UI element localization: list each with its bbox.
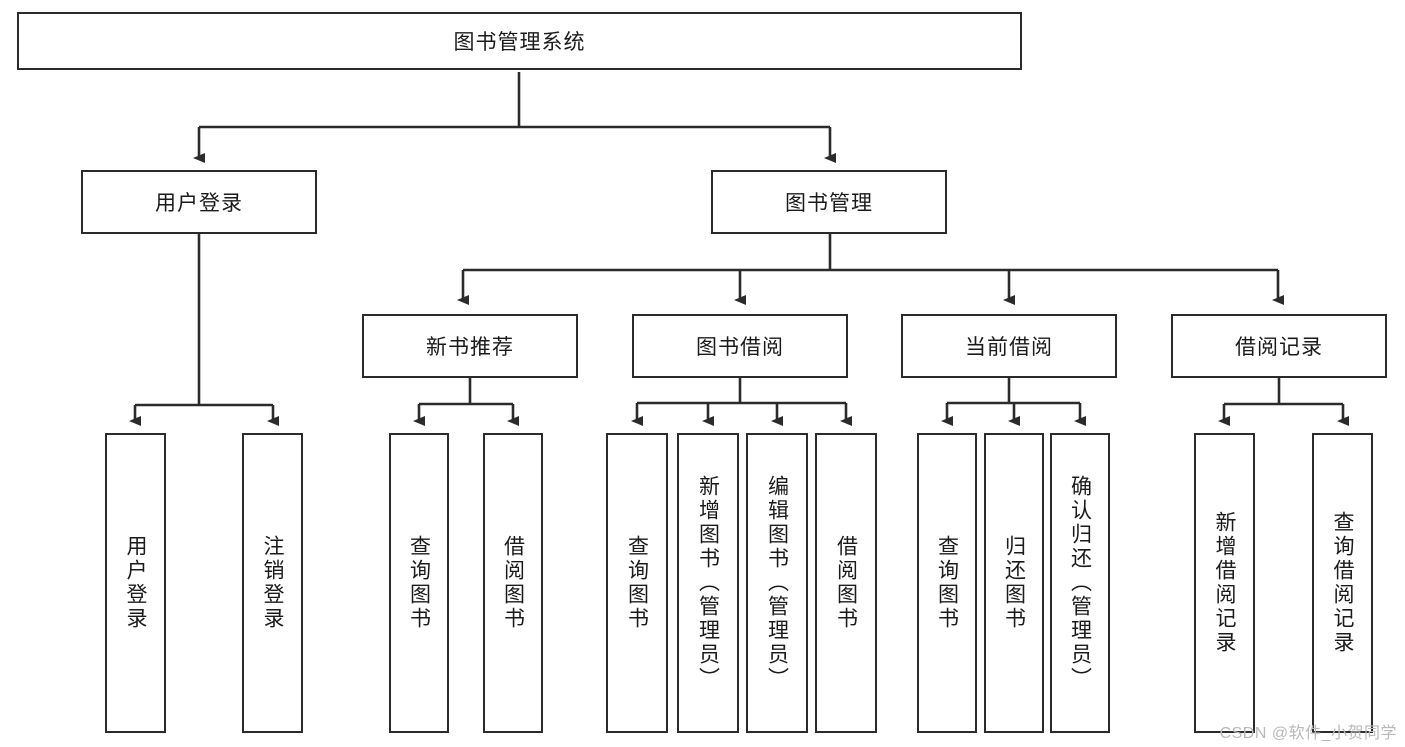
node-label: 新书推荐 <box>426 336 514 359</box>
leaf-borrow-book-borrow[interactable]: 借阅图书 <box>815 433 877 733</box>
node-label: 图书管理 <box>785 192 873 215</box>
node-label: 查询图书 <box>935 535 959 631</box>
leaf-user-login[interactable]: 用户登录 <box>105 433 166 733</box>
node-book-management[interactable]: 图书管理 <box>711 170 947 234</box>
leaf-return-book[interactable]: 归还图书 <box>984 433 1044 733</box>
node-book-borrow[interactable]: 图书借阅 <box>632 314 848 378</box>
leaf-query-book-recommend[interactable]: 查询图书 <box>389 433 449 733</box>
leaf-query-book-borrow[interactable]: 查询图书 <box>606 433 668 733</box>
leaf-query-book-current[interactable]: 查询图书 <box>917 433 977 733</box>
node-label: 查询图书 <box>625 535 649 631</box>
node-user-login[interactable]: 用户登录 <box>81 170 317 234</box>
leaf-confirm-return-admin[interactable]: 确认归还（管理员） <box>1050 433 1110 733</box>
node-label: 编辑图书（管理员） <box>765 475 789 691</box>
node-new-book-recommend[interactable]: 新书推荐 <box>362 314 578 378</box>
leaf-add-borrow-record[interactable]: 新增借阅记录 <box>1194 433 1255 733</box>
node-label: 新增图书（管理员） <box>696 475 720 691</box>
node-label: 注销登录 <box>261 535 284 631</box>
node-label: 确认归还（管理员） <box>1068 475 1092 691</box>
node-label: 图书管理系统 <box>453 31 586 54</box>
node-label: 查询图书 <box>407 535 431 631</box>
node-label: 当前借阅 <box>965 336 1053 359</box>
node-current-borrow[interactable]: 当前借阅 <box>901 314 1117 378</box>
node-label: 归还图书 <box>1002 535 1026 631</box>
node-root-system[interactable]: 图书管理系统 <box>17 12 1022 70</box>
leaf-borrow-book-recommend[interactable]: 借阅图书 <box>483 433 543 733</box>
node-label: 查询借阅记录 <box>1331 511 1354 655</box>
node-label: 借阅图书 <box>501 535 525 631</box>
node-label: 用户登录 <box>124 535 147 631</box>
leaf-query-borrow-record[interactable]: 查询借阅记录 <box>1312 433 1373 733</box>
leaf-edit-book-admin[interactable]: 编辑图书（管理员） <box>746 433 808 733</box>
leaf-logout-login[interactable]: 注销登录 <box>242 433 303 733</box>
node-label: 新增借阅记录 <box>1213 511 1236 655</box>
node-label: 借阅记录 <box>1235 336 1323 359</box>
node-label: 借阅图书 <box>834 535 858 631</box>
node-borrow-record[interactable]: 借阅记录 <box>1171 314 1387 378</box>
node-label: 用户登录 <box>155 192 243 215</box>
node-label: 图书借阅 <box>696 336 784 359</box>
csdn-watermark: CSDN @软件_小贺同学 <box>1219 725 1397 742</box>
leaf-add-book-admin[interactable]: 新增图书（管理员） <box>677 433 739 733</box>
